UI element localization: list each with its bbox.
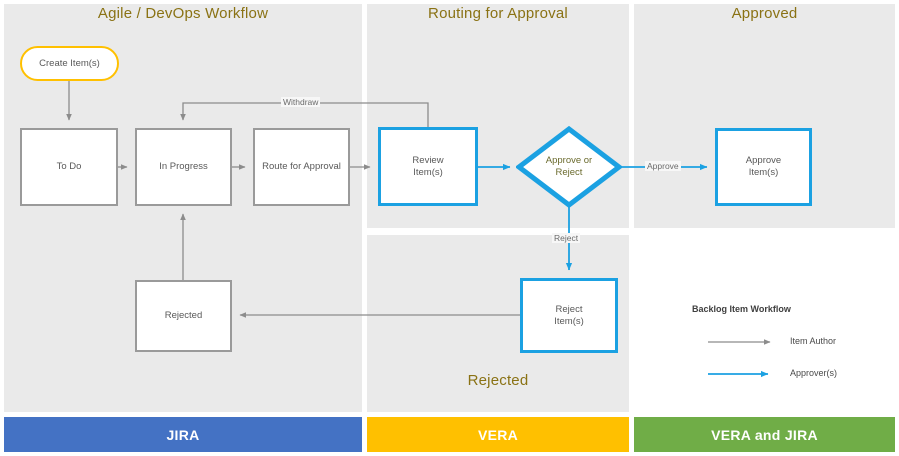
legend: Backlog Item Workflow Item Author Approv…: [634, 292, 895, 402]
node-approve-or-reject-label: Approve or Reject: [545, 155, 593, 178]
node-approve-items[interactable]: Approve Item(s): [715, 128, 812, 206]
legend-label-item-author: Item Author: [790, 336, 837, 346]
node-reject-items[interactable]: Reject Item(s): [520, 278, 618, 353]
node-to-do[interactable]: To Do: [20, 128, 118, 206]
panel-title-rejected: Rejected: [467, 372, 529, 389]
node-create-items[interactable]: Create Item(s): [20, 46, 119, 81]
diamond-shape: [516, 126, 622, 208]
edge-label-approve: Approve: [645, 161, 681, 171]
node-in-progress[interactable]: In Progress: [135, 128, 232, 206]
panel-title-routing-for-approval: Routing for Approval: [428, 5, 568, 22]
panel-title-agile-devops: Agile / DevOps Workflow: [97, 5, 269, 22]
node-review-items[interactable]: Review Item(s): [378, 127, 478, 206]
node-approve-or-reject[interactable]: Approve or Reject: [516, 126, 622, 208]
panel-title-approved: Approved: [731, 5, 798, 22]
legend-label-approvers: Approver(s): [790, 368, 838, 378]
edge-label-withdraw: Withdraw: [281, 97, 321, 107]
node-rejected[interactable]: Rejected: [135, 280, 232, 352]
edge-label-reject: Reject: [552, 233, 581, 243]
system-bar-vera-and-jira: VERA and JIRA: [634, 417, 895, 452]
system-bar-vera: VERA: [367, 417, 629, 452]
system-bar-jira: JIRA: [4, 417, 362, 452]
legend-title: Backlog Item Workflow: [692, 304, 791, 314]
node-route-for-approval[interactable]: Route for Approval: [253, 128, 350, 206]
